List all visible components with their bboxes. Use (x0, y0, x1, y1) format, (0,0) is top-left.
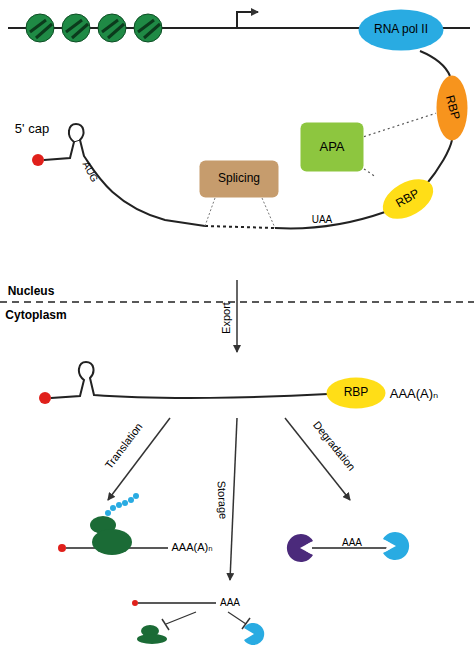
nucleosomes (26, 14, 162, 42)
apa-box: APA (300, 122, 364, 172)
polya-tail: AAA (220, 598, 240, 608)
5-cap (32, 154, 44, 166)
mrna-strand (138, 602, 216, 604)
amino-acid (133, 493, 139, 499)
exonuclease-3 (383, 532, 409, 560)
compartment-label: Nucleus (8, 285, 55, 297)
process-label: Degradation (311, 419, 357, 473)
intron (205, 226, 275, 228)
codon-label: UAA (312, 215, 333, 225)
rna-strand (44, 124, 205, 226)
process-label: Translation (103, 421, 144, 471)
teeth (385, 540, 390, 552)
nucleosome (62, 14, 90, 42)
exonuclease-5 (287, 534, 313, 562)
rna-strand (275, 212, 385, 228)
process-label: Export (221, 302, 232, 334)
node-shape (301, 123, 364, 172)
polya-tail: AAA(A)ₙ (171, 542, 212, 553)
nucleosome (134, 14, 162, 42)
splice-leader (205, 198, 275, 228)
node-shape (376, 171, 440, 227)
node-shape (437, 76, 468, 141)
codon-label: AUG (80, 160, 99, 184)
rna-strand (420, 51, 450, 76)
rbp-ellipse: RBP (436, 75, 468, 141)
export-arrow (236, 280, 238, 352)
dotted-connector (364, 113, 436, 136)
ribosome-large (137, 634, 167, 644)
dna-wrap (30, 20, 160, 38)
dotted-connector (364, 169, 375, 177)
storage-arrow (230, 418, 237, 580)
inhibition-bar (162, 619, 169, 630)
hairpin-stem (74, 140, 80, 142)
node-text: Splicing (218, 172, 260, 185)
process-label: Storage (215, 480, 228, 519)
polya-tail: AAA (342, 538, 362, 548)
peptide-chain (105, 493, 139, 516)
5-cap (58, 544, 66, 552)
teeth (306, 542, 311, 554)
cap-label: 5' cap (15, 122, 49, 135)
node-shape (327, 378, 386, 409)
polya-tail: AAA(A)ₙ (390, 387, 439, 400)
amino-acid (105, 510, 111, 516)
exonuclease-3 (244, 623, 264, 645)
splicing-box: Splicing (199, 160, 279, 198)
amino-acid (116, 502, 122, 508)
node-shape (200, 161, 279, 198)
5-cap (132, 600, 138, 606)
node-text: RNA pol II (374, 23, 428, 36)
amino-acid (128, 497, 134, 503)
inhibition-line (166, 612, 196, 624)
polymerase-ellipse: RNA pol II (358, 9, 444, 51)
promoter-arrow (237, 12, 258, 28)
mrna-strand (51, 362, 328, 398)
node-text: RBP (344, 386, 369, 399)
inhibition-line (228, 612, 246, 624)
nucleosome (26, 14, 54, 42)
ribosome-large (92, 529, 132, 555)
node-shape (359, 10, 444, 51)
rbp-ellipse: RBP (326, 377, 386, 409)
compartment-label: Cytoplasm (5, 309, 66, 321)
nucleosome (98, 14, 126, 42)
node-text: APA (319, 140, 344, 154)
rna-strand (425, 140, 452, 186)
amino-acid (122, 500, 128, 506)
amino-acid (110, 505, 116, 511)
5-cap (39, 392, 51, 404)
